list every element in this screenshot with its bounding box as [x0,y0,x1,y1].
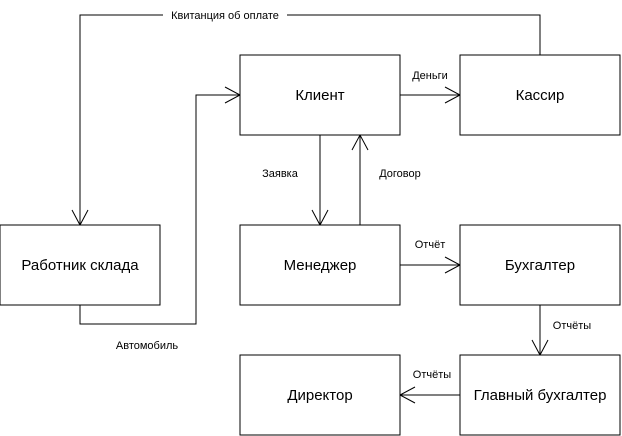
node-chief-accountant[interactable]: Главный бухгалтер [459,354,621,436]
node-client[interactable]: Клиент [239,54,401,136]
edge-request: Заявка [262,135,329,227]
node-label-accountant: Бухгалтер [505,257,575,274]
edge-label-report: Отчёт [415,239,445,251]
edge-reports-down: Отчёты [531,305,591,357]
node-cashier[interactable]: Кассир [459,54,621,136]
edge-label-money: Деньги [412,70,448,82]
node-director[interactable]: Директор [239,354,401,436]
edge-contract: Договор [351,133,421,225]
edge-car: Автомобиль [79,86,242,352]
node-warehouse-worker[interactable]: Работник склада [0,224,161,306]
node-accountant[interactable]: Бухгалтер [459,224,621,306]
edge-label-reports-left: Отчёты [413,369,451,381]
node-manager[interactable]: Менеджер [239,224,401,306]
edge-money: Деньги [400,70,462,104]
edge-report: Отчёт [400,239,462,274]
edge-label-request: Заявка [262,168,299,180]
edge-label-reports-down: Отчёты [553,320,591,332]
node-label-warehouse-worker: Работник склада [21,257,139,274]
node-label-chief-accountant: Главный бухгалтер [474,387,607,404]
edge-reports-left: Отчёты [398,369,460,404]
edge-label-contract: Договор [379,168,421,180]
node-label-director: Директор [287,387,352,404]
edge-label-receipt: Квитанция об оплате [171,10,279,22]
node-label-cashier: Кассир [516,87,565,104]
node-label-manager: Менеджер [284,257,357,274]
edge-label-car: Автомобиль [116,340,179,352]
edge-receipt: Квитанция об оплате [71,8,541,227]
node-label-client: Клиент [295,87,344,104]
